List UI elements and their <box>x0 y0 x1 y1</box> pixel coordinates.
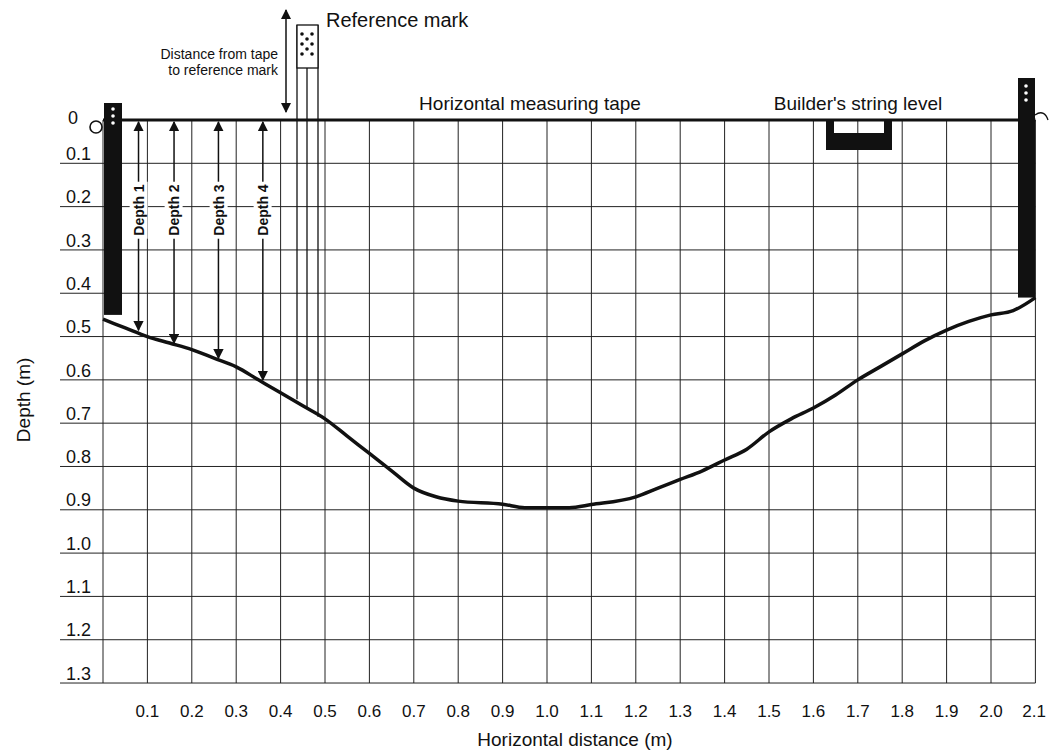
grid-line <box>769 120 770 683</box>
axis-tick: 0 <box>68 108 78 129</box>
grid-line <box>191 120 192 683</box>
grid-line <box>60 249 1035 250</box>
grid-line <box>547 120 548 683</box>
part-name: Builder's string level <box>774 93 942 115</box>
axis-tick: 0.3 <box>66 231 91 252</box>
depth-label: Depth 3 <box>209 181 227 238</box>
part-name: Reference mark <box>326 9 468 32</box>
string-level <box>826 121 892 150</box>
axis-tick: 1.6 <box>802 702 826 722</box>
grid-line <box>60 293 1035 294</box>
grid-line <box>680 120 681 683</box>
axis-tick: 0.4 <box>269 702 293 722</box>
axis-tick: 0.5 <box>313 702 337 722</box>
axis-tick: 1.7 <box>846 702 870 722</box>
part-name: Horizontal measuring tape <box>419 93 641 115</box>
grid-line <box>1035 120 1036 683</box>
axis-tick: 1.2 <box>624 702 648 722</box>
grid-line <box>946 120 947 683</box>
depth-arrow <box>218 122 220 358</box>
dimension-arrow <box>285 10 287 112</box>
grid-line <box>60 423 1035 424</box>
grid-line <box>458 120 459 683</box>
grid-line <box>369 120 370 683</box>
axis-tick: 0.9 <box>491 702 515 722</box>
grid <box>60 120 1035 683</box>
grid-line <box>60 683 1035 684</box>
grid-line <box>60 163 1035 164</box>
grid-line <box>502 120 503 683</box>
channel-profile <box>103 298 1035 508</box>
axis-tick: 1.0 <box>66 534 91 555</box>
grid-line <box>60 466 1035 467</box>
measuring-tape <box>103 119 1035 122</box>
grid-line <box>236 120 237 683</box>
axis-tick: 1.3 <box>668 702 692 722</box>
axis-tick: 1.5 <box>757 702 781 722</box>
grid-line <box>60 206 1035 207</box>
axis-tick: 1.8 <box>890 702 914 722</box>
grid-line <box>103 120 104 683</box>
axis-tick: 1.2 <box>66 620 91 641</box>
depth-label: Depth 2 <box>165 181 183 238</box>
axis-tick: 2.0 <box>979 702 1003 722</box>
axis-tick: 2.1 <box>1022 702 1046 722</box>
reference-mark <box>297 25 318 417</box>
grid-line <box>591 120 592 683</box>
grid-line <box>325 120 326 683</box>
stake <box>1018 78 1035 298</box>
axis-title: Depth (m) <box>13 358 35 442</box>
axis-tick: 0.3 <box>224 702 248 722</box>
depth-arrow <box>262 122 264 380</box>
axis-tick: 1.9 <box>935 702 959 722</box>
grid-line <box>635 120 636 683</box>
axis-tick: 0.4 <box>66 274 91 295</box>
axis-tick: 1.0 <box>535 702 559 722</box>
grid-line <box>813 120 814 683</box>
depth-label: Depth 1 <box>129 181 147 238</box>
grid-line <box>60 509 1035 510</box>
stake <box>90 103 122 315</box>
axis-tick: 0.5 <box>66 317 91 338</box>
axis-tick: 0.2 <box>180 702 204 722</box>
grid-line <box>60 639 1035 640</box>
depth-label: Depth 4 <box>254 181 272 238</box>
axis-tick: 0.1 <box>66 144 91 165</box>
dimension-label: Distance from tape to reference mark <box>148 46 278 78</box>
grid-line <box>60 379 1035 380</box>
axis-tick: 1.1 <box>66 577 91 598</box>
axis-tick: 1.4 <box>713 702 737 722</box>
grid-line <box>857 120 858 683</box>
axis-tick: 0.8 <box>446 702 470 722</box>
grid-line <box>902 120 903 683</box>
grid-line <box>280 120 281 683</box>
axis-title: Horizontal distance (m) <box>477 729 672 751</box>
grid-line <box>413 120 414 683</box>
grid-line <box>60 553 1035 554</box>
axis-tick: 0.7 <box>66 404 91 425</box>
axis-tick: 0.1 <box>136 702 160 722</box>
axis-tick: 1.1 <box>580 702 604 722</box>
axis-tick: 1.3 <box>66 664 91 685</box>
axis-tick: 0.6 <box>66 361 91 382</box>
axis-tick: 0.2 <box>66 187 91 208</box>
axis-tick: 0.9 <box>66 490 91 511</box>
axis-tick: 0.6 <box>358 702 382 722</box>
string-end <box>1035 113 1048 120</box>
axis-tick: 0.8 <box>66 447 91 468</box>
grid-line <box>991 120 992 683</box>
grid-line <box>724 120 725 683</box>
grid-line <box>60 596 1035 597</box>
grid-line <box>60 336 1035 337</box>
axis-tick: 0.7 <box>402 702 426 722</box>
